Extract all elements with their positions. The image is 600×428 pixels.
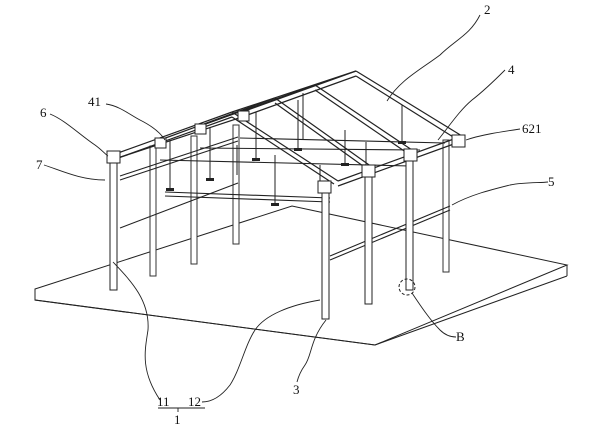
- label-11: 11: [157, 394, 170, 409]
- roof-frame: [117, 70, 463, 187]
- label-1: 1: [174, 412, 181, 427]
- label-3: 3: [293, 382, 300, 397]
- label-12: 12: [188, 394, 201, 409]
- label-621: 621: [522, 121, 542, 136]
- column-connectors: [106, 110, 466, 194]
- label-7: 7: [36, 157, 43, 172]
- detail-b-marker: [398, 278, 416, 296]
- label-41: 41: [88, 94, 101, 109]
- label-2: 2: [484, 2, 491, 17]
- label-4: 4: [508, 62, 515, 77]
- base-plate: [34, 205, 569, 346]
- leader-lines: [43, 14, 549, 412]
- label-5: 5: [548, 174, 555, 189]
- label-B: B: [456, 329, 465, 344]
- label-6: 6: [40, 105, 47, 120]
